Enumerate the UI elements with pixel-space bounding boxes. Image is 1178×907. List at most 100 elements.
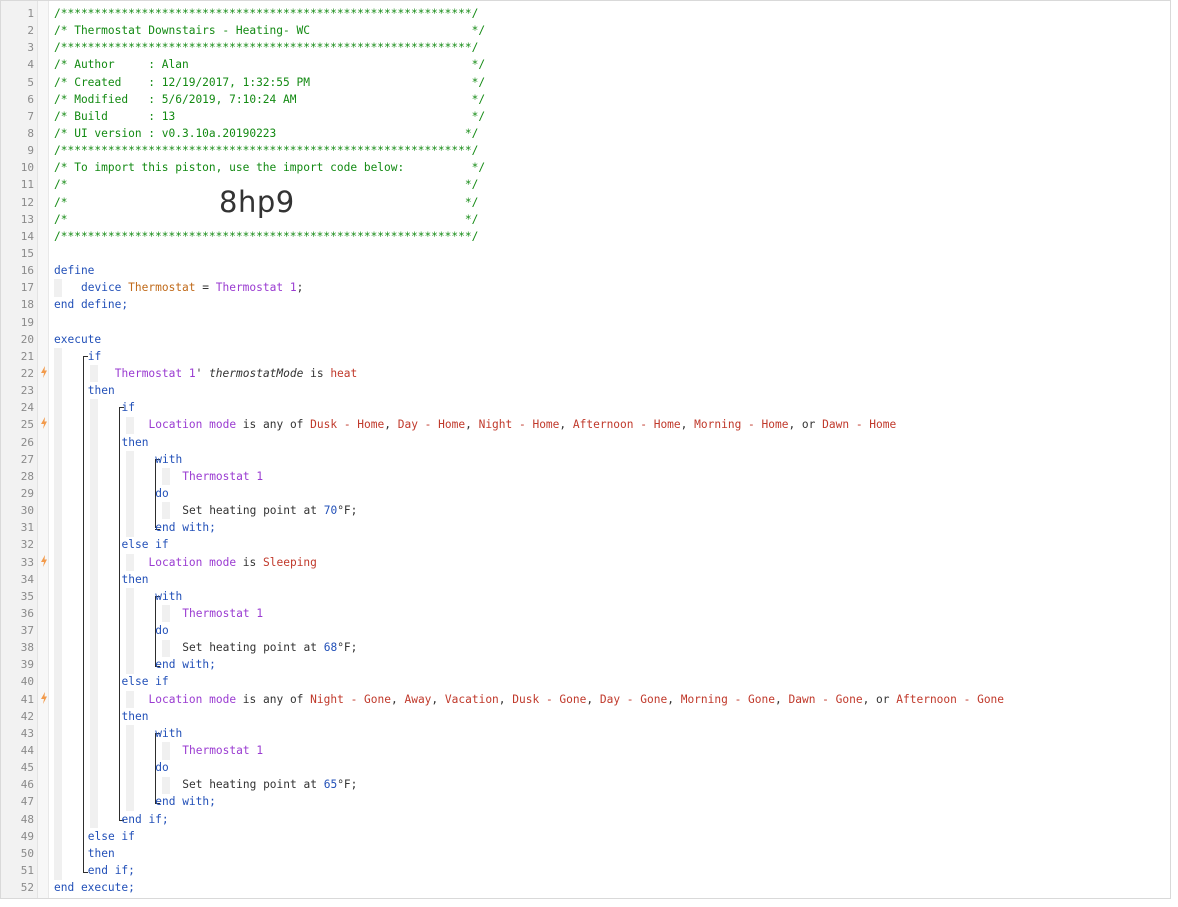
code-text: do (155, 622, 168, 639)
code-token: , or (862, 692, 897, 706)
code-token: , (680, 418, 695, 432)
line-number: 39 (20, 658, 34, 672)
code-token: /* Thermostat Downstairs - Heating- WC *… (54, 24, 486, 38)
code-lines: 1/**************************************… (1, 5, 1170, 896)
line-number: 12 (20, 195, 34, 209)
line-number: 51 (20, 864, 34, 878)
code-text: if (122, 399, 135, 416)
code-text: end with; (155, 656, 216, 673)
code-text: else if (88, 828, 135, 845)
line-number: 14 (20, 229, 34, 243)
code-token: Away (404, 692, 432, 706)
line-number: 10 (20, 161, 34, 175)
code-line: 10/* To import this piston, use the impo… (1, 159, 1170, 176)
line-number: 23 (20, 384, 34, 398)
code-text: /* UI version : v0.3.10a.20190223 */ (54, 125, 478, 142)
lightning-bolt-icon (39, 691, 49, 707)
code-token: do (155, 486, 169, 500)
code-token: , (667, 692, 681, 706)
code-token: Location mode (148, 692, 237, 706)
code-token: Sleeping (263, 555, 317, 569)
block-bracket-tick (155, 802, 160, 804)
line-number: 37 (20, 624, 34, 638)
code-line: 47 end with; (1, 793, 1170, 810)
line-number: 34 (20, 572, 34, 586)
code-token: thermostatMode (209, 366, 304, 380)
code-token: is any of (236, 418, 311, 432)
code-token: /***************************************… (54, 41, 479, 55)
lightning-bolt-icon (39, 554, 49, 570)
code-token: Set heating point at (182, 641, 324, 655)
line-number: 49 (20, 829, 34, 843)
code-token: , (559, 418, 573, 432)
code-token: °F; (337, 641, 358, 655)
line-number: 7 (27, 109, 34, 123)
code-line: 28 Thermostat 1 (1, 468, 1170, 485)
code-token: end execute; (54, 881, 135, 895)
line-number: 36 (20, 606, 34, 620)
code-token: with (155, 452, 183, 466)
line-number: 5 (27, 75, 34, 89)
code-token: , or (788, 418, 823, 432)
line-number: 29 (20, 486, 34, 500)
code-line: 9/**************************************… (1, 142, 1170, 159)
code-token: /* Author : Alan */ (54, 58, 486, 72)
code-line: 13/* */ (1, 211, 1170, 228)
line-number-gutter (1, 1, 38, 898)
indent-guide (90, 365, 98, 383)
code-token: /* Build : 13 */ (54, 109, 486, 123)
line-number: 3 (27, 41, 34, 55)
indent-guide (126, 691, 134, 709)
trigger-icon-column (38, 1, 49, 898)
code-text: end execute; (54, 879, 135, 896)
line-number: 43 (20, 726, 34, 740)
code-text: device Thermostat = Thermostat 1; (81, 279, 303, 296)
code-text: Location mode is Sleeping (149, 554, 317, 571)
code-text: /* */ (54, 176, 478, 193)
code-line: 39 end with; (1, 656, 1170, 673)
code-token: , (431, 692, 445, 706)
line-number: 47 (20, 795, 34, 809)
code-text: end with; (155, 793, 216, 810)
code-line: 3 /**************************************… (1, 39, 1170, 56)
code-text: /* */ (54, 211, 478, 228)
code-token: device (81, 281, 129, 295)
indent-guide (162, 605, 170, 623)
line-number: 45 (20, 761, 34, 775)
code-token: /* */ (54, 212, 479, 226)
code-token: Thermostat 1 (182, 744, 264, 758)
code-token: Location mode (148, 555, 237, 569)
code-text: then (122, 434, 149, 451)
line-number: 28 (20, 469, 34, 483)
code-text: Thermostat 1 (182, 742, 263, 759)
block-bracket (155, 596, 156, 666)
indent-guide (162, 742, 170, 760)
code-text: end if; (122, 811, 169, 828)
code-text: /* */ (54, 194, 478, 211)
code-token: is any of (236, 692, 311, 706)
block-bracket-tick (83, 356, 88, 357)
code-token: 65 (323, 778, 338, 792)
block-bracket-tick (119, 407, 124, 409)
code-text: /* Build : 13 */ (54, 108, 485, 125)
code-text: end define; (54, 296, 128, 313)
line-number: 32 (20, 538, 34, 552)
code-token: end with; (155, 521, 216, 535)
code-line: 49 else if (1, 828, 1170, 845)
code-token: Morning - Gone (680, 692, 775, 706)
code-token: °F; (337, 504, 358, 518)
block-bracket-tick (155, 458, 160, 460)
code-token: Thermostat 1 (182, 469, 264, 483)
indent-guide (162, 468, 170, 486)
code-token: Thermostat 1 (114, 366, 196, 380)
code-token: then (121, 572, 149, 586)
